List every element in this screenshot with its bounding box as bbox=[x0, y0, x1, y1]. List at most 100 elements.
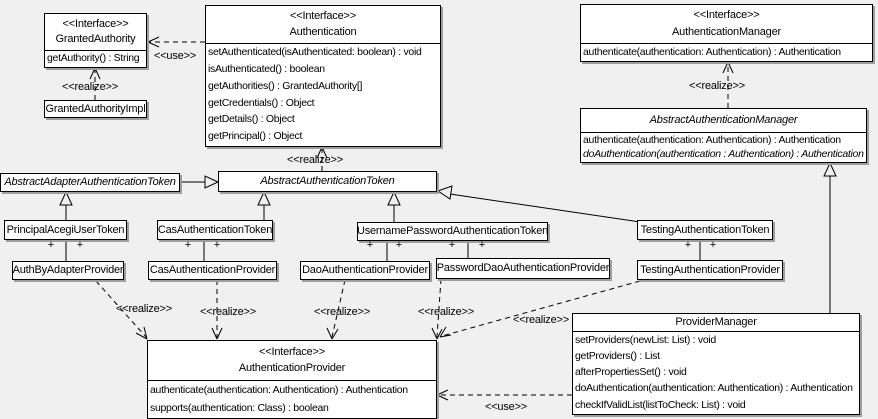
hollow-triangle-arrowhead bbox=[436, 185, 453, 200]
class-principal-acegi-user-token[interactable]: PrincipalAcegiUserToken bbox=[4, 220, 127, 240]
method: supports(authentication: Class) : boolea… bbox=[150, 401, 329, 414]
class-abstract-authentication-manager[interactable]: AbstractAuthenticationManager authenticat… bbox=[580, 108, 867, 163]
edge-realize-authbyadapterprovider bbox=[95, 280, 148, 340]
open-arrowhead bbox=[316, 146, 323, 159]
open-arrowhead bbox=[331, 328, 339, 340]
method: authenticate(authentication: Authenticat… bbox=[583, 133, 841, 146]
class-title-testing-authentication-provider: TestingAuthenticationProvider bbox=[638, 261, 782, 279]
class-auth-by-adapter-provider[interactable]: AuthByAdapterProvider bbox=[12, 261, 124, 280]
class-testing-authentication-provider[interactable]: TestingAuthenticationProvider bbox=[637, 260, 783, 280]
methods-compartment: authenticate(authentication: Authenticat… bbox=[581, 44, 872, 60]
edge-stereotype-label: <<use>> bbox=[484, 401, 528, 413]
method: isAuthenticated() : boolean bbox=[208, 62, 325, 75]
edge-stereotype-label: <<realize>> bbox=[314, 306, 370, 318]
edge-realize-abstractauthenticationtoken bbox=[316, 146, 328, 171]
method: getCredentials() : Object bbox=[208, 96, 315, 109]
method: authenticate(authentication: Authenticat… bbox=[150, 383, 408, 396]
class-name: AuthenticationProvider bbox=[238, 362, 346, 375]
association-plus-mark: + bbox=[366, 239, 374, 251]
class-name: GrantedAuthorityImpl bbox=[45, 102, 146, 115]
class-title-authentication: <<Interface>> Authentication bbox=[206, 6, 440, 44]
class-name: TestingAuthenticationProvider bbox=[640, 263, 780, 276]
stereotype-label: <<Interface>> bbox=[290, 10, 356, 22]
method: doAuthentication(authentication: Authent… bbox=[575, 382, 853, 395]
class-username-password-authentication-token[interactable]: UsernamePasswordAuthenticationToken bbox=[357, 222, 548, 241]
methods-compartment: setAuthenticated(isAuthenticated: boolea… bbox=[206, 44, 440, 145]
association-plus-mark: + bbox=[213, 239, 221, 251]
class-title-abstract-authentication-manager: AbstractAuthenticationManager bbox=[581, 109, 866, 133]
class-title-username-password-authentication-token: UsernamePasswordAuthenticationToken bbox=[358, 223, 547, 240]
class-name: ProviderManager bbox=[675, 316, 757, 328]
method: afterPropertiesSet() : void bbox=[575, 366, 687, 379]
class-abstract-authentication-token[interactable]: AbstractAuthenticationToken bbox=[218, 171, 437, 192]
class-name: AuthByAdapterProvider bbox=[13, 264, 123, 276]
open-arrowhead bbox=[94, 67, 101, 80]
edge-use-providermanager bbox=[436, 389, 572, 401]
class-cas-authentication-provider[interactable]: CasAuthenticationProvider bbox=[148, 261, 277, 280]
association-plus-mark: + bbox=[47, 239, 55, 251]
class-cas-authentication-token[interactable]: CasAuthenticationToken bbox=[157, 220, 273, 240]
open-arrowhead bbox=[135, 332, 148, 340]
edge-gen-testingtoken bbox=[436, 185, 641, 223]
edge-stereotype-label: <<realize>> bbox=[200, 306, 256, 318]
association-plus-mark: + bbox=[478, 239, 486, 251]
class-title-cas-authentication-token: CasAuthenticationToken bbox=[158, 221, 272, 239]
class-name: Authentication bbox=[289, 26, 357, 38]
open-arrowhead bbox=[326, 327, 333, 340]
class-name: AbstractAuthenticationManager bbox=[649, 114, 798, 126]
class-name: PrincipalAcegiUserToken bbox=[6, 223, 125, 236]
method: getDetails() : Object bbox=[208, 113, 295, 126]
class-name: PasswordDaoAuthenticationProvider bbox=[437, 262, 609, 274]
class-title-granted-authority-impl: GrantedAuthorityImpl bbox=[45, 101, 146, 117]
open-arrowhead bbox=[727, 61, 734, 74]
class-password-dao-authentication-provider[interactable]: PasswordDaoAuthenticationProvider bbox=[436, 258, 610, 279]
edge-gen-usernamepasswordtoken bbox=[387, 190, 401, 222]
method: getAuthorities() : GrantedAuthority[] bbox=[208, 79, 363, 92]
edge-stereotype-label: <<realize>> bbox=[513, 314, 569, 326]
edge-realize-casprovider bbox=[211, 280, 223, 340]
stereotype-label: <<Interface>> bbox=[693, 9, 760, 22]
method: getProviders() : List bbox=[575, 350, 660, 363]
class-provider-manager[interactable]: ProviderManager setProviders(newList: Lis… bbox=[572, 313, 860, 415]
edge-use-authentication-to-grantedauthority bbox=[147, 36, 205, 48]
class-name: AbstractAdapterAuthenticationToken bbox=[4, 176, 176, 188]
open-arrowhead bbox=[431, 327, 438, 340]
class-title-principal-acegi-user-token: PrincipalAcegiUserToken bbox=[5, 221, 126, 239]
method: getPrincipal() : Object bbox=[208, 130, 303, 143]
open-arrowhead bbox=[436, 394, 449, 401]
edge-stereotype-label: <<realize>> bbox=[418, 306, 474, 318]
class-title-cas-authentication-provider: CasAuthenticationProvider bbox=[149, 262, 276, 279]
open-arrowhead bbox=[439, 334, 452, 338]
edge-realize-daoprovider bbox=[326, 279, 346, 340]
class-name: CasAuthenticationToken bbox=[158, 223, 272, 236]
class-name: DaoAuthenticationProvider bbox=[302, 264, 428, 276]
edge-stereotype-label: <<realize>> bbox=[689, 80, 745, 92]
class-title-authentication-provider: <<Interface>> AuthenticationProvider bbox=[148, 341, 436, 381]
class-title-auth-by-adapter-provider: AuthByAdapterProvider bbox=[13, 262, 123, 279]
hollow-triangle-arrowhead bbox=[387, 190, 401, 206]
class-testing-authentication-token[interactable]: TestingAuthenticationToken bbox=[637, 220, 773, 240]
open-arrowhead bbox=[143, 326, 148, 340]
class-name: TestingAuthenticationToken bbox=[640, 223, 770, 236]
class-abstract-adapter-authentication-token[interactable]: AbstractAdapterAuthenticationToken bbox=[0, 173, 180, 192]
class-title-password-dao-authentication-provider: PasswordDaoAuthenticationProvider bbox=[437, 259, 609, 278]
stereotype-label: <<Interface>> bbox=[259, 345, 325, 358]
edge-gen-principalacegiusertoken bbox=[59, 190, 73, 220]
open-arrowhead bbox=[211, 327, 218, 340]
class-granted-authority-impl[interactable]: GrantedAuthorityImpl bbox=[44, 100, 147, 118]
class-dao-authentication-provider[interactable]: DaoAuthenticationProvider bbox=[300, 261, 430, 280]
stereotype-label: <<Interface>> bbox=[62, 17, 129, 30]
class-authentication[interactable]: <<Interface>> Authentication setAuthentica… bbox=[205, 5, 441, 147]
association-plus-mark: + bbox=[448, 239, 456, 251]
hollow-triangle-arrowhead bbox=[59, 190, 73, 206]
edge-stereotype-label: <<realize>> bbox=[116, 303, 172, 315]
association-plus-mark: + bbox=[709, 239, 717, 251]
method: setProviders(newList: List) : void bbox=[575, 333, 716, 346]
edge-realize-passworddaoprovider bbox=[431, 278, 443, 340]
class-authentication-provider[interactable]: <<Interface>> AuthenticationProvider authe… bbox=[147, 340, 437, 419]
open-arrowhead bbox=[147, 41, 160, 48]
